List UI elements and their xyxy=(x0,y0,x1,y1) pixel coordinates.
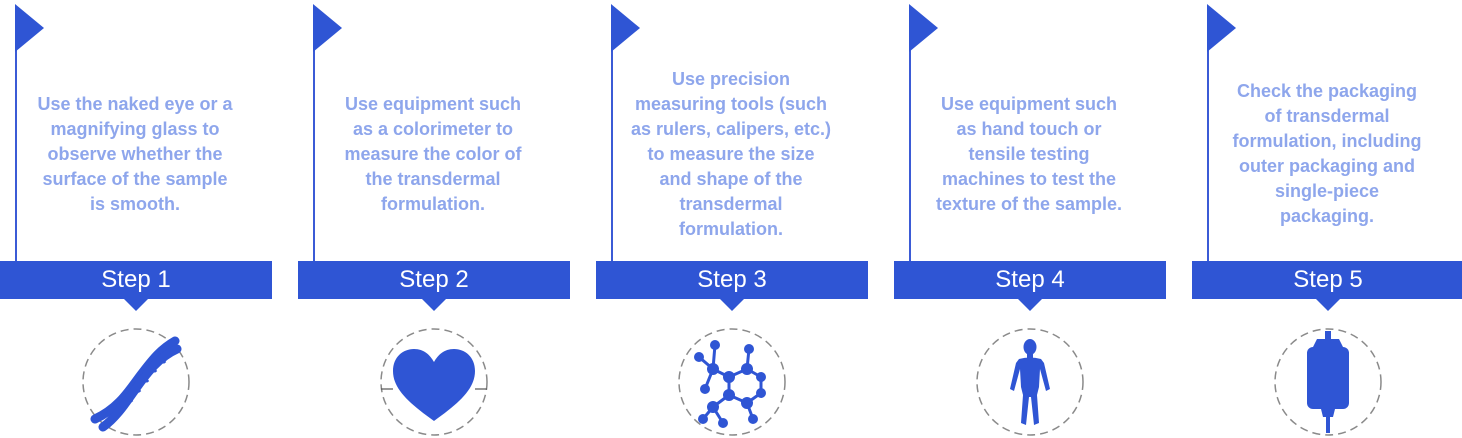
step-3: Use precision measuring tools (such as r… xyxy=(596,0,868,438)
step-2: Use equipment such as a colorimeter to m… xyxy=(298,0,570,438)
flag-icon xyxy=(611,4,640,52)
pointer-arrow xyxy=(124,299,148,311)
step-label: Step 1 xyxy=(0,261,272,299)
flag-icon xyxy=(909,4,938,52)
pointer-arrow xyxy=(720,299,744,311)
pointer-arrow xyxy=(1018,299,1042,311)
step-description: Use the naked eye or a magnifying glass … xyxy=(37,93,233,214)
flag-pole xyxy=(1207,8,1209,262)
step-description: Use equipment such as a colorimeter to m… xyxy=(344,93,522,214)
molecule-icon xyxy=(677,327,787,437)
pointer-arrow xyxy=(422,299,446,311)
heart-icon xyxy=(379,327,489,437)
flag-pole xyxy=(909,8,911,262)
flag-pole xyxy=(313,8,315,262)
step-4: Use equipment such as hand touch or tens… xyxy=(894,0,1166,438)
flag-icon xyxy=(1207,4,1236,52)
flag-icon xyxy=(15,4,44,52)
pointer-arrow xyxy=(1316,299,1340,311)
step-label: Step 5 xyxy=(1192,261,1462,299)
step-label: Step 4 xyxy=(894,261,1166,299)
step-5: Check the packaging of transdermal formu… xyxy=(1192,0,1462,438)
step-label: Step 2 xyxy=(298,261,570,299)
step-label: Step 3 xyxy=(596,261,868,299)
iv-bag-icon xyxy=(1273,327,1383,437)
step-description: Use equipment such as hand touch or tens… xyxy=(935,93,1123,214)
flag-pole xyxy=(15,8,17,262)
step-description: Check the packaging of transdermal formu… xyxy=(1232,81,1422,226)
step-1: Use the naked eye or a magnifying glass … xyxy=(0,0,272,438)
dna-icon xyxy=(81,327,191,437)
human-body-icon xyxy=(975,327,1085,437)
flag-icon xyxy=(313,4,342,52)
flag-pole xyxy=(611,8,613,262)
step-description: Use precision measuring tools (such as r… xyxy=(630,68,832,239)
